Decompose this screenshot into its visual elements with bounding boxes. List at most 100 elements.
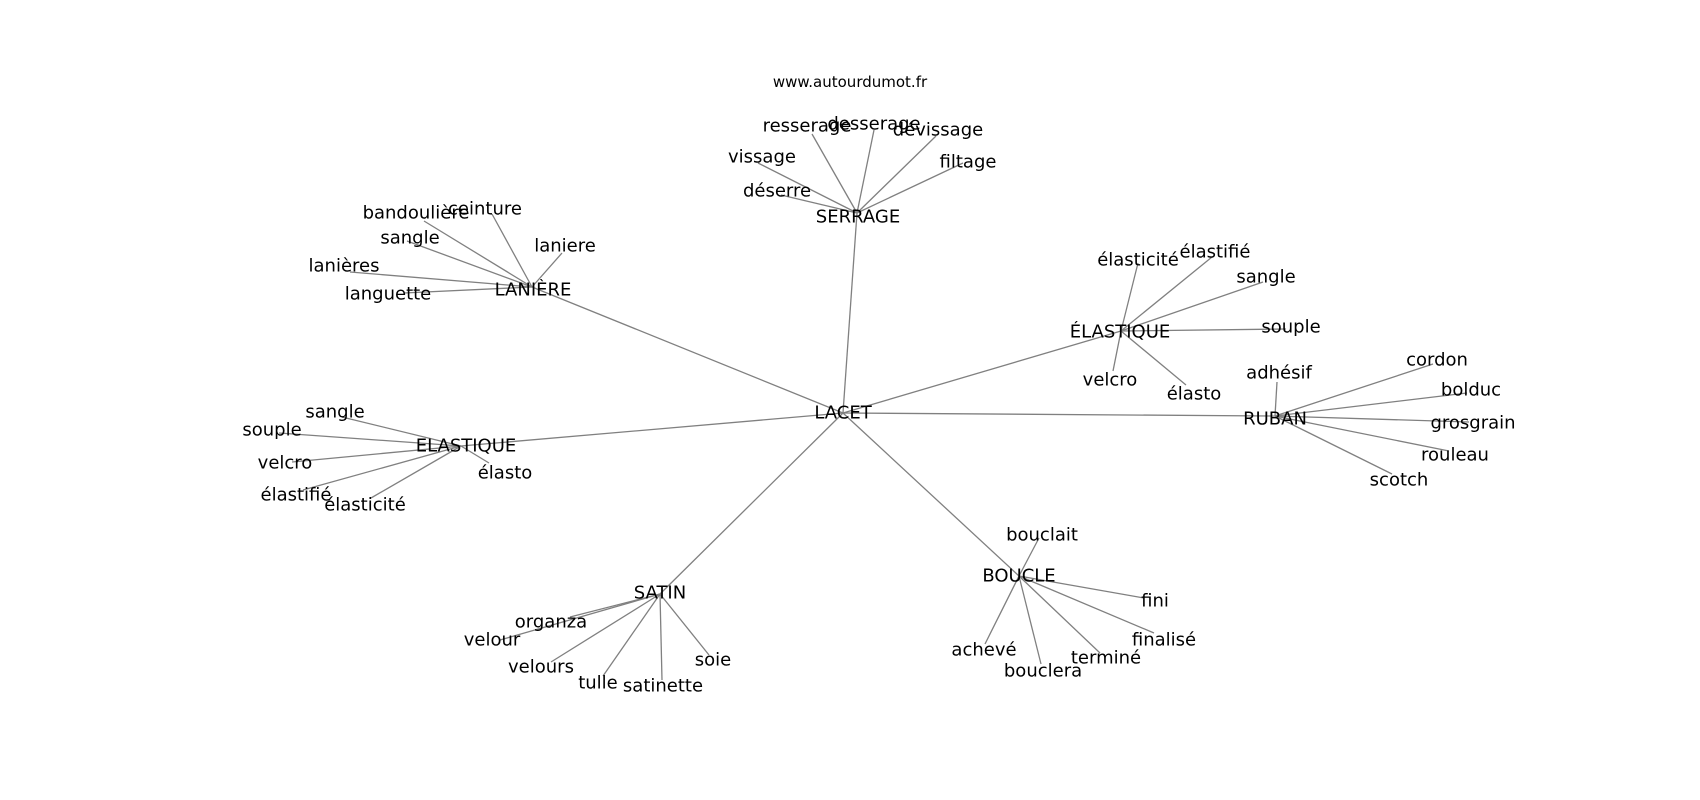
term-node-elastique-elastifie: élastifié <box>1180 242 1251 263</box>
edge-boucle-acheve <box>984 575 1020 645</box>
term-node-elastique-sangle: sangle <box>305 402 364 423</box>
cluster-node-serrage: SERRAGE <box>816 207 900 228</box>
term-node-satin-tulle: tulle <box>578 673 618 694</box>
edge-elastique-elastifie <box>1120 256 1213 332</box>
site-watermark: www.autourdumot.fr <box>773 73 928 91</box>
term-node-elastique-elasticite: élasticité <box>324 495 406 516</box>
edge-lacet-elastique <box>842 330 1122 414</box>
cluster-node-elastique: ELASTIQUE <box>416 436 517 457</box>
edge-boucle-bouclera <box>1018 575 1042 665</box>
edge-elastique-velcro <box>1112 330 1122 372</box>
term-node-laniere-laniere: laniere <box>534 236 596 257</box>
edge-ruban-bolduc <box>1274 392 1468 417</box>
edge-elastique-elasticite <box>370 445 462 499</box>
edge-boucle-termine <box>1018 575 1101 654</box>
term-node-boucle-acheve: achevé <box>951 640 1016 661</box>
term-node-serrage-resserage: resserage <box>763 116 852 137</box>
edge-satin-tulle <box>602 593 661 677</box>
edge-ruban-scotch <box>1274 415 1393 475</box>
graph-labels: www.autourdumot.fr resseragedesseragedév… <box>242 73 1515 697</box>
term-node-ruban-scotch: scotch <box>1370 470 1429 491</box>
edge-lacet-satin <box>659 412 844 595</box>
edge-serrage-devissage <box>856 135 937 214</box>
edge-laniere-languette <box>403 286 533 294</box>
term-node-satin-soie: soie <box>695 650 731 671</box>
term-node-laniere-sangle: sangle <box>380 228 439 249</box>
edge-laniere-ceinture <box>491 213 533 288</box>
term-node-satin-velour: velour <box>464 630 521 651</box>
edge-elastique-elasto <box>460 445 490 464</box>
cluster-node-satin: SATIN <box>634 583 686 604</box>
edge-elastique-elastifie <box>302 445 462 491</box>
term-node-serrage-vissage: vissage <box>728 147 796 168</box>
edge-serrage-vissage <box>757 162 858 214</box>
edge-laniere-sangle <box>406 240 533 288</box>
term-node-laniere-bandouliere: bandoulière <box>363 203 470 224</box>
term-node-ruban-grosgrain: grosgrain <box>1430 413 1515 434</box>
term-node-laniere-lanieres: lanières <box>309 256 380 277</box>
term-node-elastique-elastifie: élastifié <box>261 485 332 506</box>
term-node-ruban-bolduc: bolduc <box>1441 380 1501 401</box>
term-node-elastique-velcro: velcro <box>258 453 313 474</box>
edge-serrage-deserre <box>780 194 858 214</box>
term-node-satin-velours: velours <box>508 657 574 678</box>
edge-ruban-adhesif <box>1274 381 1278 417</box>
edge-elastique-velcro <box>291 445 462 463</box>
cluster-node-boucle: BOUCLE <box>982 566 1055 587</box>
edge-boucle-finalise <box>1018 575 1155 634</box>
edge-laniere-laniere <box>531 252 563 288</box>
cluster-node-ruban: RUBAN <box>1243 409 1307 430</box>
term-node-serrage-filtage: filtage <box>940 152 997 173</box>
term-node-elastique-sangle: sangle <box>1236 267 1295 288</box>
edge-boucle-fini <box>1018 575 1145 599</box>
edge-elastique-elasticite <box>1120 262 1139 332</box>
term-node-elastique-elasto: élasto <box>478 463 533 484</box>
term-node-serrage-devissage: dévissage <box>893 120 983 141</box>
cluster-node-elastique: ÉLASTIQUE <box>1070 321 1171 343</box>
cluster-node-laniere: LANIÈRE <box>495 279 572 301</box>
edge-elastique-souple <box>1120 328 1287 332</box>
edge-lacet-laniere <box>531 286 844 414</box>
edge-lacet-boucle <box>842 412 1020 577</box>
term-node-elastique-souple: souple <box>242 420 301 441</box>
term-node-satin-satinette: satinette <box>623 676 703 697</box>
term-node-elastique-souple: souple <box>1261 317 1320 338</box>
term-node-elastique-velcro: velcro <box>1083 370 1138 391</box>
term-node-boucle-termine: terminé <box>1071 648 1141 669</box>
edge-lacet-elastique <box>460 412 844 447</box>
edge-serrage-desserage <box>856 129 875 214</box>
edge-laniere-lanieres <box>349 271 533 288</box>
edge-elastique-sangle <box>341 416 462 447</box>
graph-edges <box>278 129 1470 681</box>
term-node-boucle-finalise: finalisé <box>1132 630 1196 651</box>
edge-elastique-sangle <box>1120 281 1264 332</box>
term-node-serrage-deserre: déserre <box>743 181 811 202</box>
term-node-elastique-elasto: élasto <box>1167 384 1222 405</box>
term-node-satin-organza: organza <box>515 612 587 633</box>
edge-satin-velours <box>550 593 661 663</box>
edge-elastique-souple <box>278 432 462 447</box>
edge-elastique-elasto <box>1120 330 1187 386</box>
term-node-laniere-languette: languette <box>345 284 432 305</box>
edge-boucle-bouclait <box>1018 537 1040 577</box>
term-node-ruban-rouleau: rouleau <box>1421 445 1489 466</box>
center-node: LACET <box>814 403 872 424</box>
edge-ruban-rouleau <box>1274 415 1450 452</box>
edge-serrage-filtage <box>856 162 964 214</box>
edge-ruban-cordon <box>1274 363 1434 417</box>
edge-satin-velour <box>499 593 661 641</box>
term-node-ruban-adhesif: adhésif <box>1246 363 1312 384</box>
term-node-laniere-ceinture: ceinture <box>448 199 522 220</box>
term-node-ruban-cordon: cordon <box>1406 350 1468 371</box>
edge-lacet-ruban <box>842 412 1276 417</box>
edge-serrage-resserage <box>811 133 858 214</box>
edge-satin-soie <box>659 593 710 656</box>
edge-laniere-bandouliere <box>423 220 533 288</box>
edge-satin-satinette <box>659 593 663 681</box>
edge-ruban-grosgrain <box>1274 415 1470 423</box>
edge-lacet-serrage <box>842 212 858 414</box>
term-node-boucle-fini: fini <box>1141 591 1169 612</box>
term-node-elastique-elasticite: élasticité <box>1097 250 1179 271</box>
term-node-boucle-bouclait: bouclait <box>1006 525 1078 546</box>
